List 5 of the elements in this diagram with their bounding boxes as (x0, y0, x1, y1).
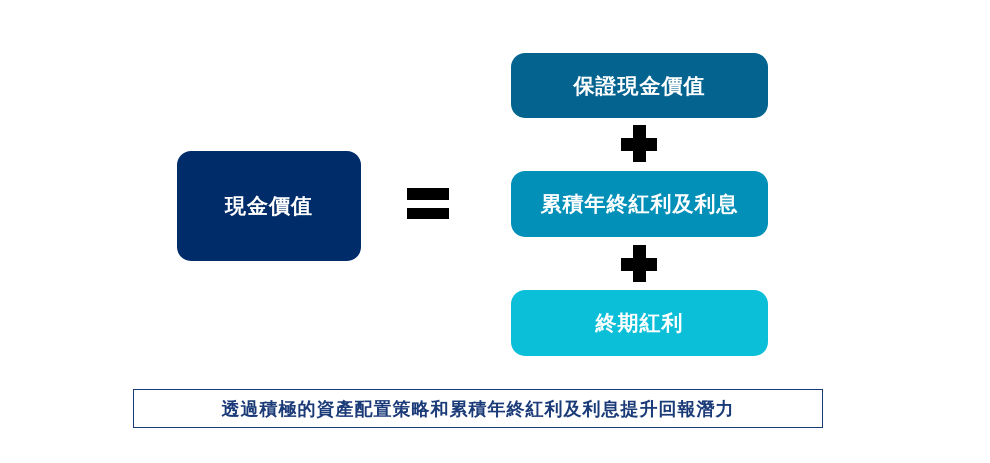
rounded-box: 保證現金價值 (511, 53, 768, 118)
rounded-box: 累積年終紅利及利息 (511, 171, 768, 237)
rounded-box: 終期紅利 (511, 290, 768, 356)
rounded-box: 現金價值 (177, 151, 361, 261)
note-box: 透過積極的資產配置策略和累積年終紅利及利息提升回報潛力 (133, 389, 823, 428)
